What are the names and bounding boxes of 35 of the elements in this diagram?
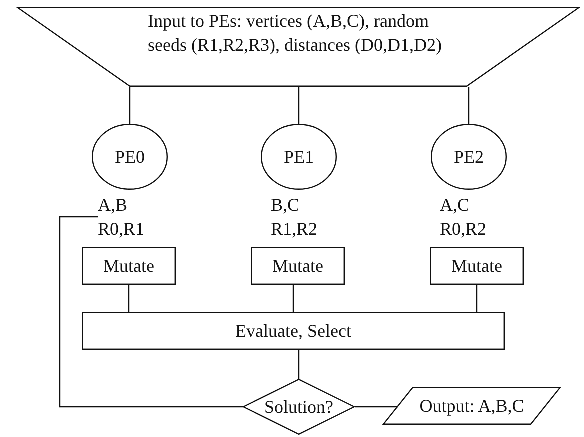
process-box: [430, 247, 524, 285]
node-label: PE2: [454, 146, 484, 169]
connector-line: [59, 216, 243, 408]
node-label: Evaluate, Select: [236, 320, 352, 343]
data-label: R0,R2: [440, 218, 487, 241]
connector-line: [468, 87, 470, 124]
data-label: R0,R1: [98, 218, 145, 241]
node-label: PE1: [284, 146, 314, 169]
input-description: Input to PEs: vertices (A,B,C), random seeds (R1,R2,R3), distances (D0,D1,D2): [148, 10, 443, 57]
connector-line: [298, 350, 300, 379]
data-label: A,C: [440, 194, 470, 217]
process-circle: [261, 124, 337, 190]
connector-line: [298, 87, 300, 124]
data-label: R1,R2: [271, 218, 318, 241]
process-box: [82, 312, 505, 350]
process-circle: [431, 124, 507, 190]
node-label: Mutate: [104, 255, 154, 278]
node-label: Mutate: [272, 255, 324, 278]
data-label: B,C: [271, 194, 300, 217]
node-label: Mutate: [452, 255, 502, 278]
node-label: Solution?: [264, 396, 334, 419]
process-box: [82, 247, 176, 285]
process-circle: [92, 124, 168, 190]
connector-line: [292, 285, 294, 312]
output-parallelogram: [383, 387, 561, 425]
data-label: A,B: [98, 194, 128, 217]
input-trapezoid: [17, 7, 580, 87]
node-label: PE0: [114, 146, 145, 169]
connector-line: [128, 285, 130, 312]
decision-diamond: [243, 379, 355, 435]
connector-line: [129, 87, 131, 124]
process-box: [251, 247, 345, 285]
connector-line: [355, 406, 398, 408]
connector-line: [476, 285, 478, 312]
node-label: Output: A,B,C: [420, 395, 524, 418]
